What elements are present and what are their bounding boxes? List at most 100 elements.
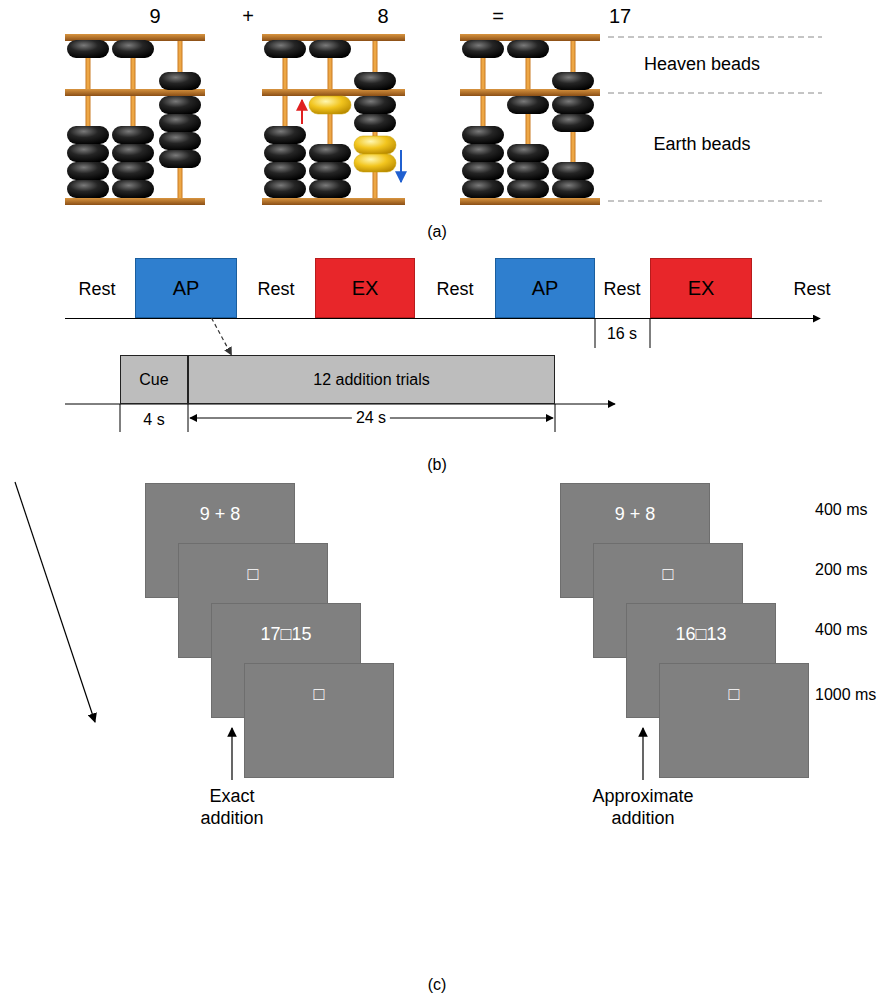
screen: □ [244,663,394,778]
abacus [65,34,205,205]
bead [507,40,549,58]
tick [188,404,189,432]
time-label: 400 ms [815,620,867,639]
box-text: □ [314,684,325,706]
operator: + [242,4,254,28]
bead [309,144,351,162]
pointer-arrow [642,728,643,780]
box-text: AP [173,276,200,300]
frame-bar [65,34,205,41]
frame-bar [460,34,600,41]
bead [159,150,201,168]
pointer-arrow [231,728,232,780]
bead [462,126,504,144]
bead [67,144,109,162]
panel-label: (b) [427,455,447,474]
abacus [262,34,405,205]
rest-label: Rest [257,279,294,301]
guide-line [608,93,822,94]
operand: 9 [149,4,160,28]
condition-label: Approximate addition [581,786,706,829]
box-text: 17□15 [261,624,312,646]
tick [120,404,121,432]
bead [159,96,201,114]
panel-label: (a) [427,222,447,241]
guide-line [608,201,822,202]
screen: □ [659,663,809,778]
time-label: 1000 ms [815,685,876,704]
bead [309,40,351,58]
time-axis [65,318,820,319]
move-down-arrow [400,150,402,182]
bead [67,180,109,198]
bead [67,126,109,144]
bead [112,40,154,58]
box-text: 9 + 8 [200,504,241,526]
bead [112,144,154,162]
bead [309,180,351,198]
bead [507,180,549,198]
bead [354,96,396,114]
box-text: 12 addition trials [313,370,430,389]
box-text: 9 + 8 [615,504,656,526]
guide-line [608,37,822,38]
frame-bar [262,34,405,41]
bead [67,40,109,58]
bead [507,144,549,162]
bead [112,180,154,198]
bead [264,126,306,144]
rest-label: Rest [78,279,115,301]
expand-connector [212,318,232,355]
bead [159,114,201,132]
frame-bar [460,198,600,205]
bead [552,162,594,180]
duration-label: 24 s [352,408,390,427]
panel-label: (c) [428,975,447,994]
bead [552,96,594,114]
bead [507,96,549,114]
bead [462,162,504,180]
bead [264,162,306,180]
bead [462,144,504,162]
moved-bead [354,154,396,172]
bead [159,72,201,90]
trials-box: 12 addition trials [188,355,555,404]
frame-bar [65,198,205,205]
rest-label: Rest [436,279,473,301]
bead [112,126,154,144]
move-up-arrow [301,100,303,124]
bead [354,72,396,90]
block-box: EX [315,258,415,318]
duration-label: 16 s [607,324,637,343]
box-text: Cue [139,370,168,389]
part-name: Earth beads [653,134,750,156]
result: 17 [609,4,631,28]
beam [460,89,600,96]
operand: 8 [377,4,388,28]
beam [262,89,405,96]
bead [159,132,201,150]
bead [264,40,306,58]
block-box: AP [495,258,595,318]
bead [309,162,351,180]
tick [555,404,556,432]
rest-label: Rest [603,279,640,301]
operator: = [492,4,504,28]
time-label: 200 ms [815,560,867,579]
bead [112,162,154,180]
box-text: □ [248,564,259,586]
bead [507,162,549,180]
block-box: EX [650,258,752,318]
bead [462,180,504,198]
bead [67,162,109,180]
bead [354,114,396,132]
duration-label: 4 s [143,410,164,429]
condition-label: Exact addition [186,786,278,829]
bead [552,180,594,198]
tick [595,318,596,348]
box-text: EX [352,276,379,300]
block-box: AP [135,258,237,318]
rest-label: Rest [793,279,830,301]
tick [650,318,651,348]
